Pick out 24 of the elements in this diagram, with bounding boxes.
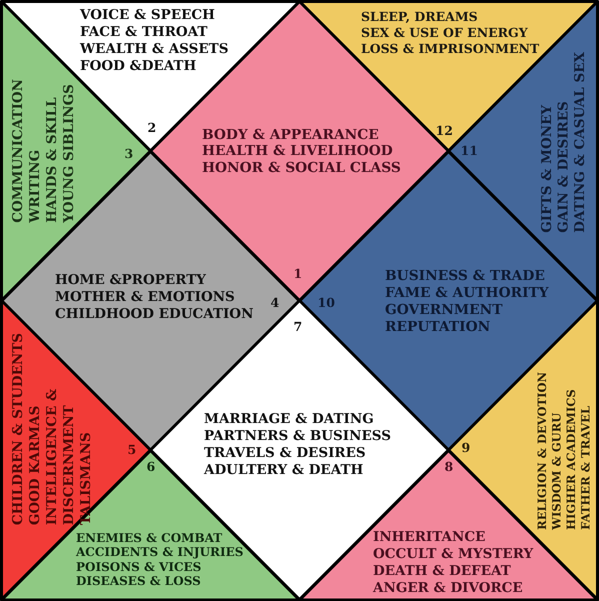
- house-number: 1: [294, 268, 302, 280]
- house-topics: GIFTS & MONEY GAIN & DESIRES DATING & CASUAL SEX: [538, 52, 588, 233]
- house-topics: BUSINESS & TRADE FAME & AUTHORITY GOVERNMENT REPUTATION: [385, 268, 549, 336]
- house-number: 10: [318, 296, 335, 309]
- house-number: 3: [124, 148, 134, 160]
- house-number: 8: [444, 460, 454, 473]
- house-topics: COMMUNICATION WRITING HANDS & SKILL YOUNG SIBLINGS: [10, 79, 78, 223]
- house-topics: RELIGION & DEVOTION WISDOM & GURU HIGHER ACADEMICS FATHER & TRAVEL: [534, 372, 593, 530]
- house-number: 12: [436, 124, 453, 137]
- house-topics: CHILDREN & STUDENTS GOOD KARMAS INTELLIGENCE & DISCERNMENT TALISMANS: [10, 332, 94, 525]
- house-number: 9: [462, 442, 470, 454]
- house-topics: HOME &PROPERTY MOTHER & EMOTIONS CHILDHOOD EDUCATION: [55, 272, 254, 322]
- house-topics: INHERITANCE OCCULT & MYSTERY DEATH & DEFEAT ANGER & DIVORCE: [373, 528, 534, 596]
- house-number: 11: [460, 144, 478, 157]
- house-topics: ENEMIES & COMBAT ACCIDENTS & INJURIES POISONS & VICES DISEASES & LOSS: [76, 530, 244, 588]
- house-number: 6: [146, 460, 156, 473]
- house-topics: MARRIAGE & DATING PARTNERS & BUSINESS TRAVELS & DESIRES ADULTERY & DEATH: [204, 410, 391, 478]
- house-topics: SLEEP, DREAMS SEX & USE OF ENERGY LOSS & IMPRISONMENT: [361, 8, 540, 56]
- house-number: 2: [148, 122, 156, 134]
- house-topics: VOICE & SPEECH FACE & THROAT WEALTH & ASSETS FOOD &DEATH: [80, 6, 228, 74]
- house-number: 4: [270, 296, 280, 309]
- house-number: 5: [128, 444, 136, 456]
- house-topics: BODY & APPEARANCE HEALTH & LIVELIHOOD HONOR & SOCIAL CLASS: [202, 126, 401, 176]
- house-number: 7: [294, 320, 302, 333]
